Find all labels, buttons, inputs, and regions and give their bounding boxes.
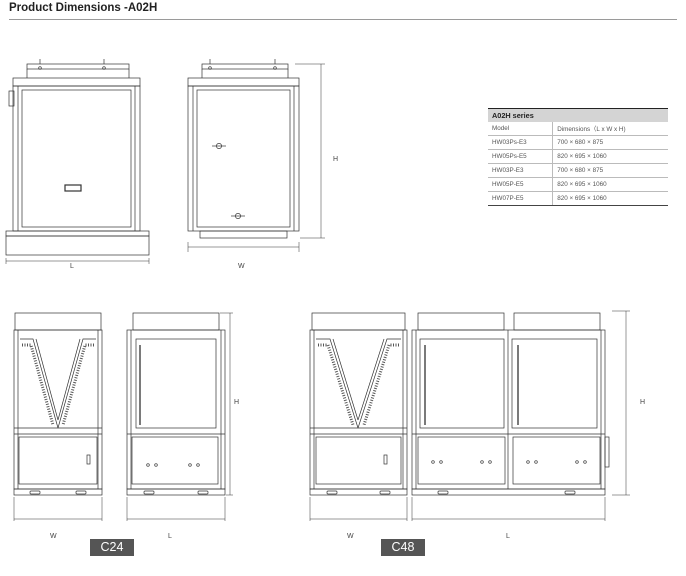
table-header-row: Model Dimensions（L x W x H)	[488, 122, 668, 136]
a02h-front-view	[5, 59, 150, 256]
top-height-label: H	[333, 156, 339, 163]
c48-badge: C48	[381, 539, 425, 556]
c24-width-label: W	[50, 533, 57, 540]
c48-length-label: L	[506, 533, 510, 540]
table-series-header: A02H series	[488, 108, 668, 122]
column-header-model: Model	[488, 122, 553, 136]
c48-width-label: W	[347, 533, 354, 540]
c24-length-label: L	[168, 533, 172, 540]
model-cell: HW03Ps-E3	[488, 135, 553, 150]
table-row: HW03Ps-E3 700 × 680 × 875	[488, 135, 668, 150]
model-cell: HW03P-E3	[488, 163, 553, 178]
top-dimension-lines	[5, 63, 325, 264]
dimensions-table: A02H series Model Dimensions（L x W x H) …	[488, 108, 668, 206]
dimensions-cell: 820 × 695 × 1060	[552, 191, 668, 206]
table-row: HW03P-E3 700 × 680 × 875	[488, 163, 668, 178]
c24-side-view	[126, 312, 226, 496]
model-cell: HW07P-E5	[488, 191, 553, 206]
c24-badge: C24	[90, 539, 134, 556]
dimensions-cell: 700 × 680 × 875	[552, 163, 668, 178]
table-row: HW05P-E5 820 × 695 × 1060	[488, 177, 668, 192]
c24-height-label: H	[234, 399, 240, 406]
model-cell: HW05Ps-E5	[488, 149, 553, 164]
c48-front-view	[309, 312, 408, 496]
dimensions-cell: 820 × 695 × 1060	[552, 149, 668, 164]
model-cell: HW05P-E5	[488, 177, 553, 192]
table-row: HW05Ps-E5 820 × 695 × 1060	[488, 149, 668, 164]
page-title: Product Dimensions -A02H	[9, 2, 158, 14]
dimensions-cell: 820 × 695 × 1060	[552, 177, 668, 192]
side-width-label: W	[238, 263, 245, 270]
front-length-label: L	[70, 263, 74, 270]
c48-height-label: H	[640, 399, 646, 406]
c48-dimension-lines	[309, 310, 630, 521]
column-header-dimensions: Dimensions（L x W x H)	[552, 122, 668, 136]
c48-side-view	[411, 312, 610, 496]
dimensions-cell: 700 × 680 × 875	[552, 135, 668, 150]
table-row: HW07P-E5 820 × 695 × 1060	[488, 191, 668, 206]
c24-front-view	[13, 312, 103, 496]
title-divider	[9, 19, 677, 20]
a02h-side-view	[187, 59, 300, 239]
c24-dimension-lines	[13, 312, 233, 521]
